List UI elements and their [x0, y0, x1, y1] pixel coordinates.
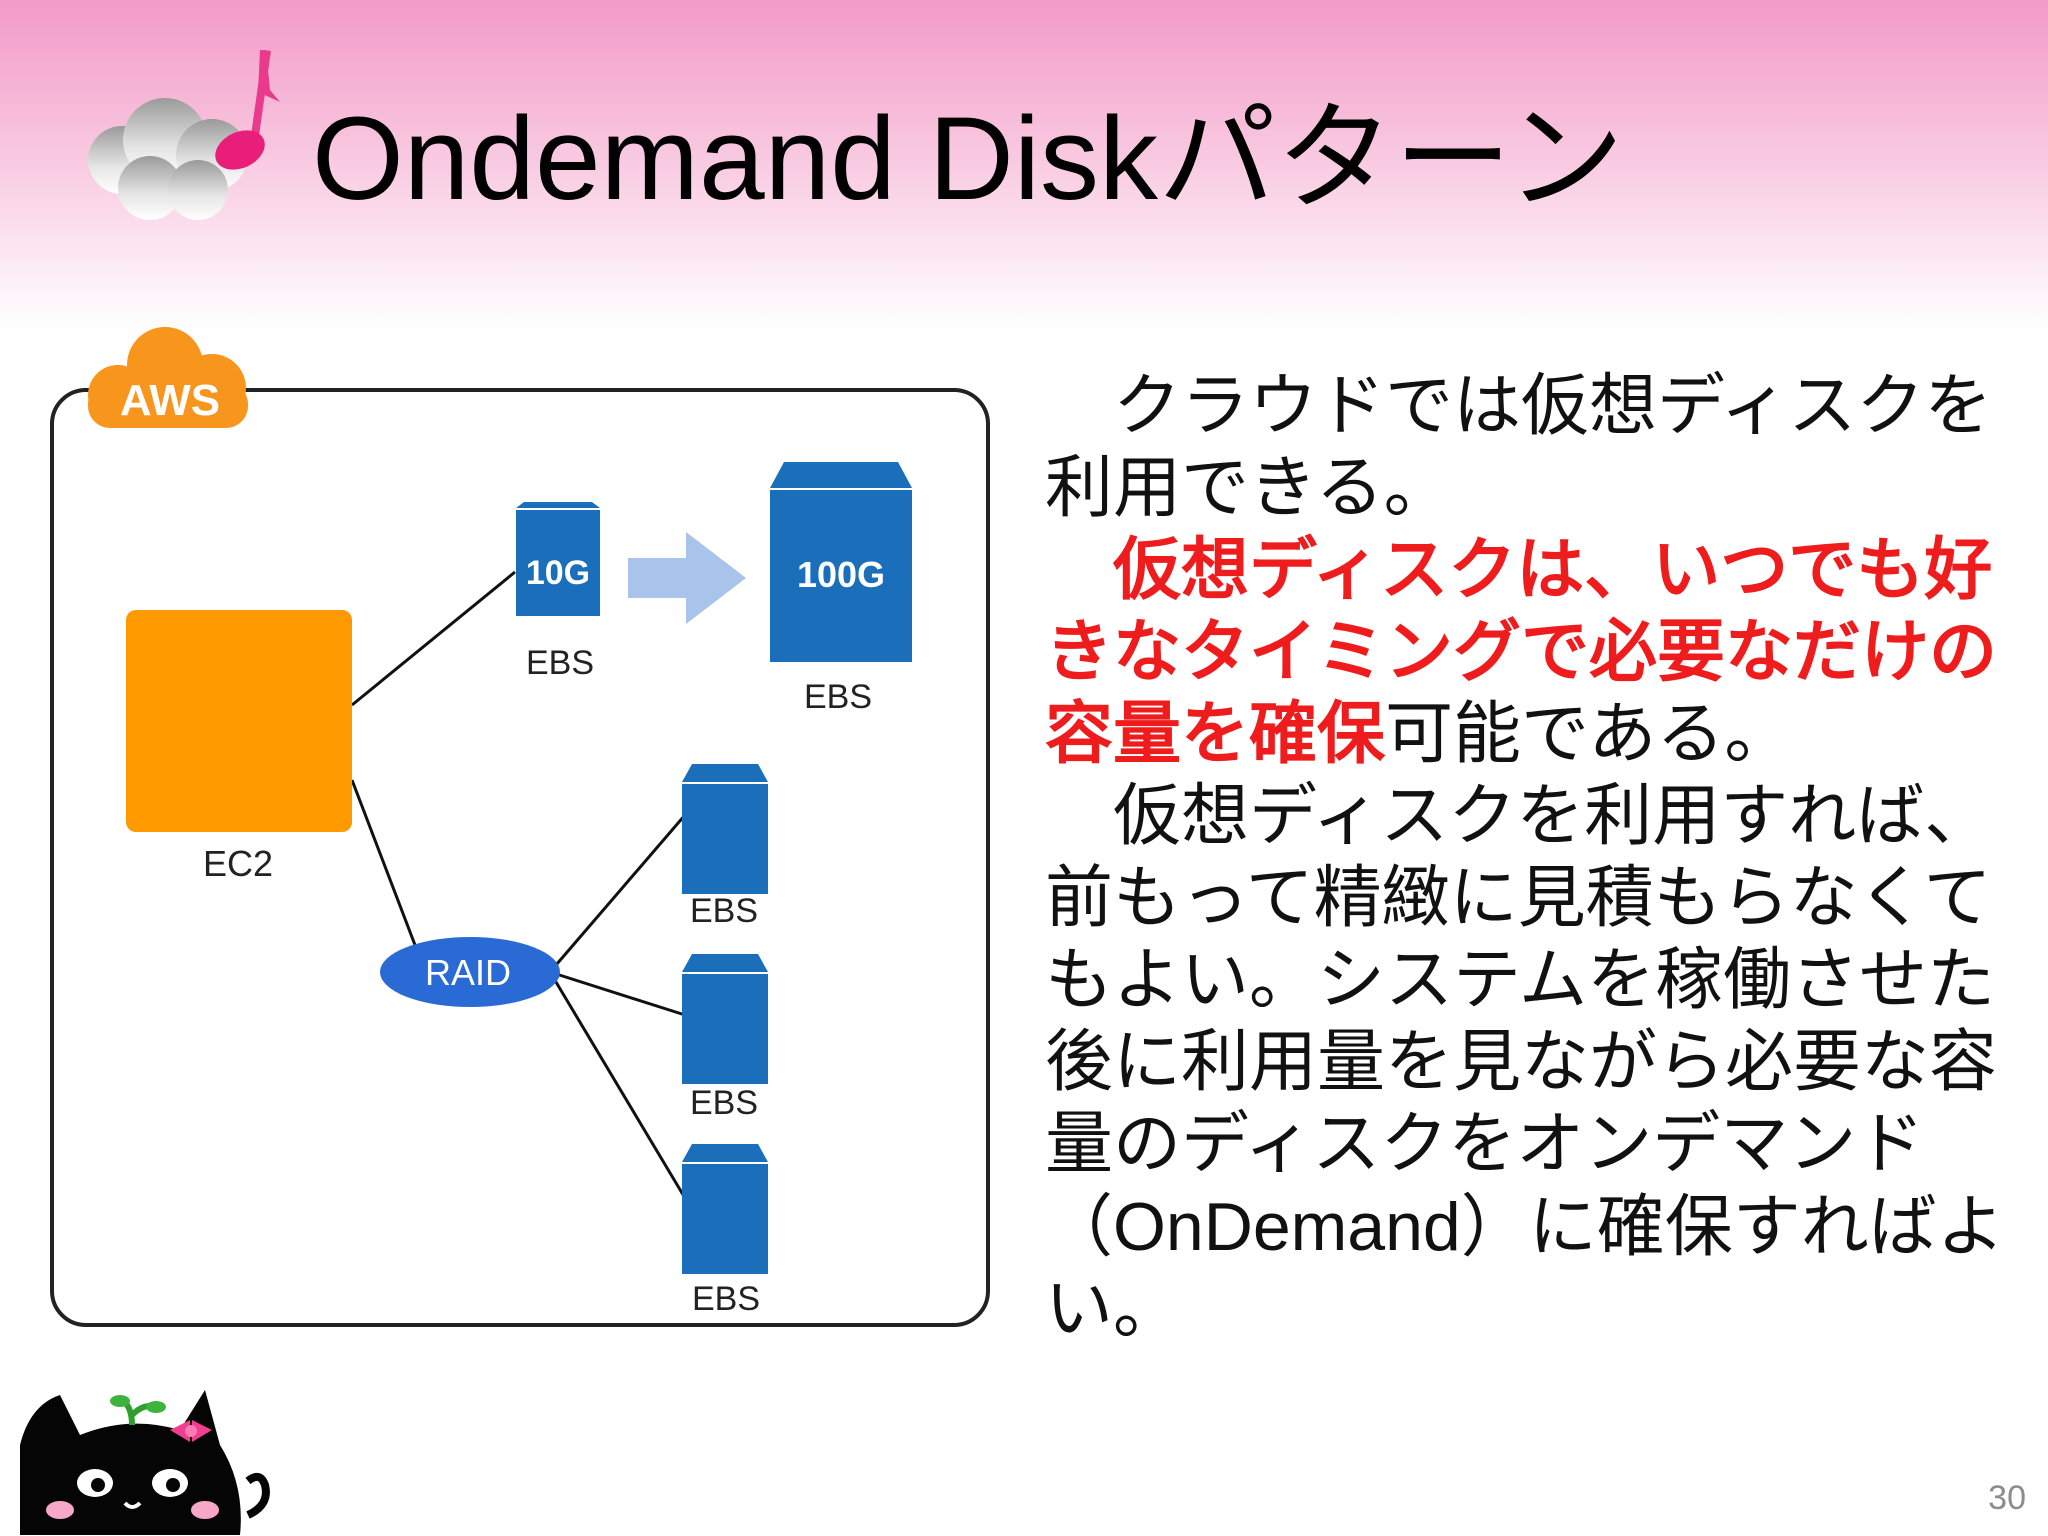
emphasis-line: 仮想ディスクは、いつでも好	[1045, 531, 1993, 610]
black-cat-mascot-icon	[20, 1390, 270, 1535]
ebs-volume-raid-2	[682, 954, 768, 1084]
ebs-label-10g: EBS	[526, 644, 594, 682]
mixed-line: 容量を確保可能である。	[1045, 694, 2005, 776]
header-band	[0, 0, 2048, 330]
ebs-label-raid-1: EBS	[690, 892, 758, 930]
text-line: 利用できる。	[1045, 449, 1452, 528]
emphasis-phrase: 容量を確保	[1045, 695, 1386, 774]
text-line: い。	[1045, 1270, 1182, 1349]
ebs-label-raid-2: EBS	[690, 1084, 758, 1122]
raid-node	[380, 937, 560, 1007]
ebs-volume-100g: 100G	[770, 462, 912, 662]
text-line: 仮想ディスクを利用すれば、	[1045, 777, 1993, 856]
text-line: 量のディスクをオンデマンド	[1045, 1105, 1925, 1184]
slide-title: Ondemand Diskパターン	[312, 93, 1625, 225]
aws-cloud-badge: AWS	[88, 327, 248, 428]
aws-label: AWS	[120, 376, 220, 425]
ebs-size-100g: 100G	[797, 554, 885, 595]
mixed-line: （OnDemand）に確保すればよ	[1045, 1186, 2005, 1269]
ebs-volume-10g: 10G	[516, 502, 600, 616]
text-line: 後に利用量を見ながら必要な容	[1045, 1023, 1998, 1102]
ec2-instance	[126, 610, 352, 832]
text-line: 前もって精緻に見積もらなくて	[1045, 859, 1992, 938]
ondemand-latin: OnDemand	[1113, 1189, 1461, 1265]
body-text: クラウドでは仮想ディスクを 利用できる。 仮想ディスクは、いつでも好 きなタイミ…	[1045, 366, 2005, 1351]
ebs-label-100g: EBS	[804, 678, 872, 716]
paren-open: （	[1045, 1188, 1114, 1267]
ec2-label: EC2	[203, 843, 273, 884]
paren-close: ）	[1460, 1188, 1529, 1267]
emphasis-line: きなタイミングで必要なだけの	[1045, 613, 1998, 692]
text-line: もよい。システムを稼働させた	[1045, 941, 1995, 1020]
text-phrase: 可能である。	[1385, 695, 1793, 774]
right-arrow-icon	[628, 532, 746, 624]
page-number: 30	[1988, 1479, 2026, 1517]
ebs-volume-raid-3	[682, 1144, 768, 1274]
music-note-cloud-icon	[88, 49, 280, 220]
text-line: クラウドでは仮想ディスクを	[1045, 367, 1993, 446]
raid-label: RAID	[425, 952, 511, 993]
connectors	[350, 570, 687, 1199]
text-phrase: に確保すればよ	[1528, 1188, 2005, 1267]
ebs-volume-raid-1	[682, 764, 768, 894]
aws-architecture-diagram: AWS EC2 RAID 10G EBS 100G EBS EBS EBS	[50, 327, 990, 1327]
ebs-size-10g: 10G	[526, 554, 590, 592]
ebs-label-raid-3: EBS	[692, 1280, 760, 1318]
